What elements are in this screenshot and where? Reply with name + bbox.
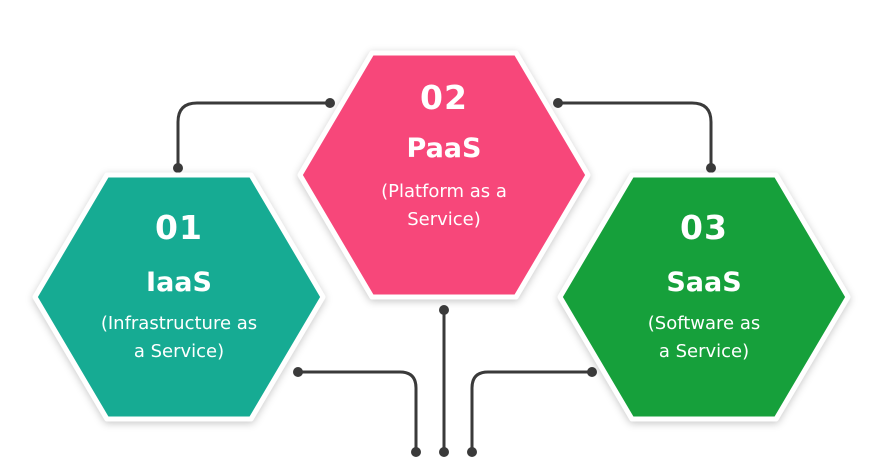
connector-saas-bottom	[470, 370, 594, 454]
hexagon-iaas	[32, 172, 326, 422]
hexagon-saas-content: 03 SaaS (Software as a Service)	[604, 208, 804, 366]
connector-dot	[325, 98, 335, 108]
hexagon-saas-number: 03	[680, 208, 728, 247]
hexagon-iaas-abbreviation: IaaS	[146, 267, 212, 298]
connector-dots	[173, 98, 716, 457]
connector-dot	[706, 163, 716, 173]
hexagon-paas	[297, 50, 591, 300]
connector-dot	[293, 367, 303, 377]
hexagon-paas-description-line1: (Platform as a	[381, 181, 507, 202]
connector-dot	[411, 447, 421, 457]
hexagon-paas-abbreviation: PaaS	[406, 133, 482, 164]
hexagon-iaas-description-line2: a Service)	[133, 341, 225, 362]
hexagon-saas-abbreviation: SaaS	[666, 267, 742, 298]
connector-dot	[467, 447, 477, 457]
connector-dot	[587, 367, 597, 377]
hexagon-saas	[557, 172, 851, 422]
hexagon-iaas-content: 01 IaaS (Infrastructure as a Service)	[79, 208, 279, 366]
hexagon-iaas-number: 01	[155, 208, 203, 247]
connector-paas-saas	[556, 101, 713, 170]
connector-dot	[553, 98, 563, 108]
connector-iaas-paas	[176, 101, 332, 170]
connector-dot	[173, 163, 183, 173]
hexagon-saas-description-line2: a Service)	[658, 341, 750, 362]
connectors	[176, 101, 713, 454]
hexagon-iaas-description-line1: (Infrastructure as	[100, 313, 258, 334]
hexagon-paas-content: 02 PaaS (Platform as a Service)	[344, 78, 544, 234]
connector-dot	[439, 305, 449, 315]
hexagon-saas-description-line1: (Software as	[647, 313, 761, 334]
hexagon-paas-number: 02	[420, 78, 468, 117]
hexagon-paas-description-line2: Service)	[407, 209, 481, 230]
connector-iaas-bottom	[296, 370, 418, 454]
connector-dot	[439, 447, 449, 457]
